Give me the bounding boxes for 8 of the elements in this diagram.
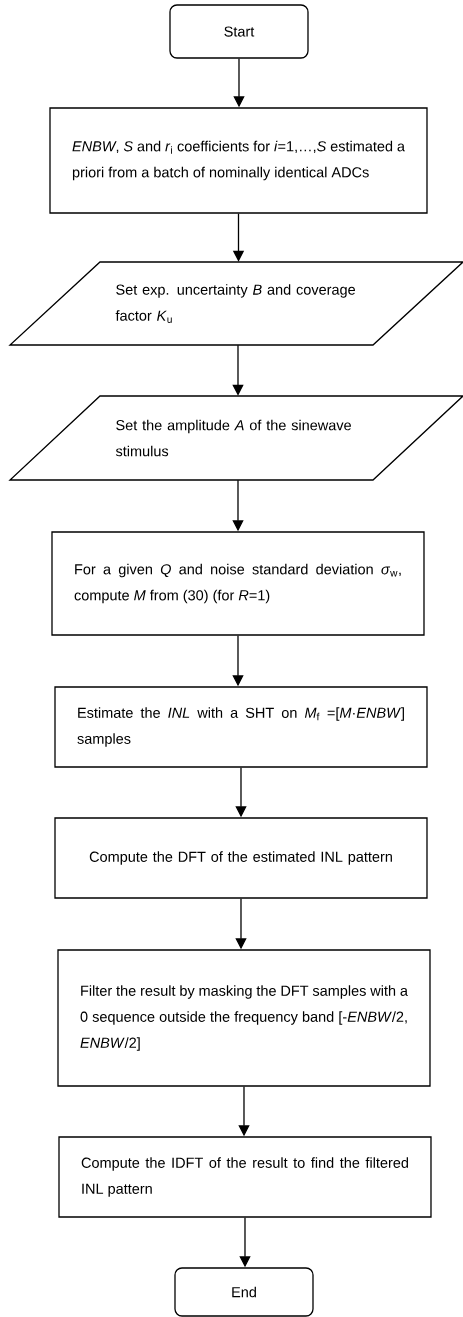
terminal-box: Start (169, 4, 309, 59)
process-box: Compute the IDFT of the result to find the filtered INL pattern (58, 1136, 432, 1218)
process-box: For a given Q and noise standard deviation σ$_{w}$, compute M from (30) (for R=1) (51, 531, 425, 636)
process-box: Estimate the INL with a SHT on M$_{f}$ =[M·ENBW] samples (54, 686, 428, 768)
process-box: Compute the DFT of the estimated INL pattern (54, 817, 428, 899)
process-box: Filter the result by masking the DFT samples with a 0 sequence outside the frequency band [-ENBW/2, ENBW/2] (57, 949, 431, 1087)
process-box: ENBW, S and r$_{i}$ coefficients for i=1,…,S estimated a priori from a batch of nominally identical ADCs (49, 107, 428, 214)
terminal-box: End (174, 1267, 314, 1317)
